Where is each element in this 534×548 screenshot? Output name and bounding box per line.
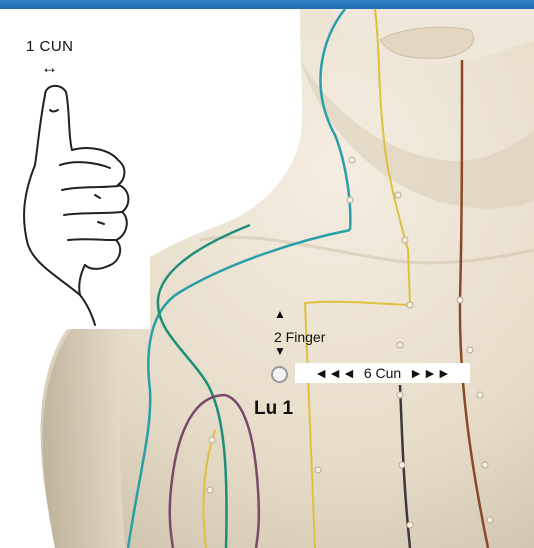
thumb-panel: [0, 9, 150, 329]
cun-label: 1 CUN: [26, 38, 74, 55]
double-arrow-icon: ↔: [41, 58, 58, 78]
cun-distance-label: 6 Cun: [364, 365, 401, 381]
lu1-point-marker: [271, 366, 288, 383]
acupoint-name-label: Lu 1: [254, 398, 293, 420]
arrows-right-icon: ►►►: [409, 365, 451, 381]
arrow-down-icon: ▼: [274, 345, 286, 357]
arrows-left-icon: ◄◄◄: [314, 365, 356, 381]
arrow-up-icon: ▲: [274, 308, 286, 320]
cun-distance-box: ◄◄◄ 6 Cun ►►►: [295, 363, 470, 383]
finger-distance-label: 2 Finger: [274, 329, 325, 345]
